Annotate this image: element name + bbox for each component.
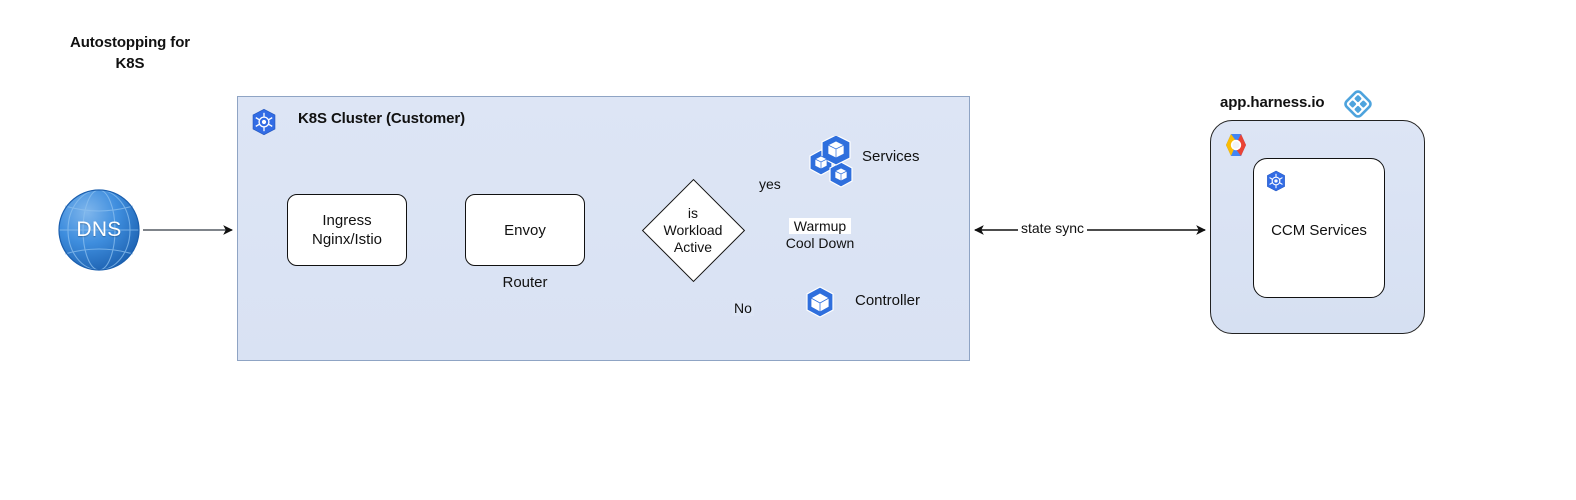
dns-label: DNS [76, 218, 122, 241]
page-title: Autostopping for K8S [69, 34, 191, 72]
dns-node[interactable]: DNS [59, 190, 139, 270]
ccm-services-label: CCM Services [1271, 222, 1367, 239]
kubernetes-icon [252, 108, 276, 136]
edge-label-cooldown: Cool Down [785, 235, 855, 251]
services-label: Services [862, 148, 920, 165]
harness-title: app.harness.io [1220, 94, 1325, 111]
kubernetes-pods-icon[interactable] [796, 136, 864, 198]
ingress-node[interactable]: Ingress Nginx/Istio [287, 194, 407, 266]
edge-label-no: No [732, 300, 754, 316]
gcp-icon [1226, 134, 1246, 156]
k8s-cluster-title: K8S Cluster (Customer) [298, 110, 465, 127]
kubernetes-pod-icon[interactable] [803, 286, 837, 318]
router-label: Router [502, 274, 548, 291]
edge-label-warmup: Warmup [789, 218, 851, 234]
state-sync-label: state sync [1018, 220, 1088, 236]
globe-icon [58, 189, 140, 271]
kubernetes-icon [1267, 170, 1285, 192]
envoy-node[interactable]: Envoy [465, 194, 585, 266]
workload-active-decision[interactable]: is Workload Active [641, 178, 745, 282]
controller-label: Controller [855, 292, 921, 309]
decision-label: is Workload Active [663, 204, 723, 255]
harness-logo-icon [1344, 90, 1372, 118]
edge-label-yes: yes [759, 176, 781, 192]
